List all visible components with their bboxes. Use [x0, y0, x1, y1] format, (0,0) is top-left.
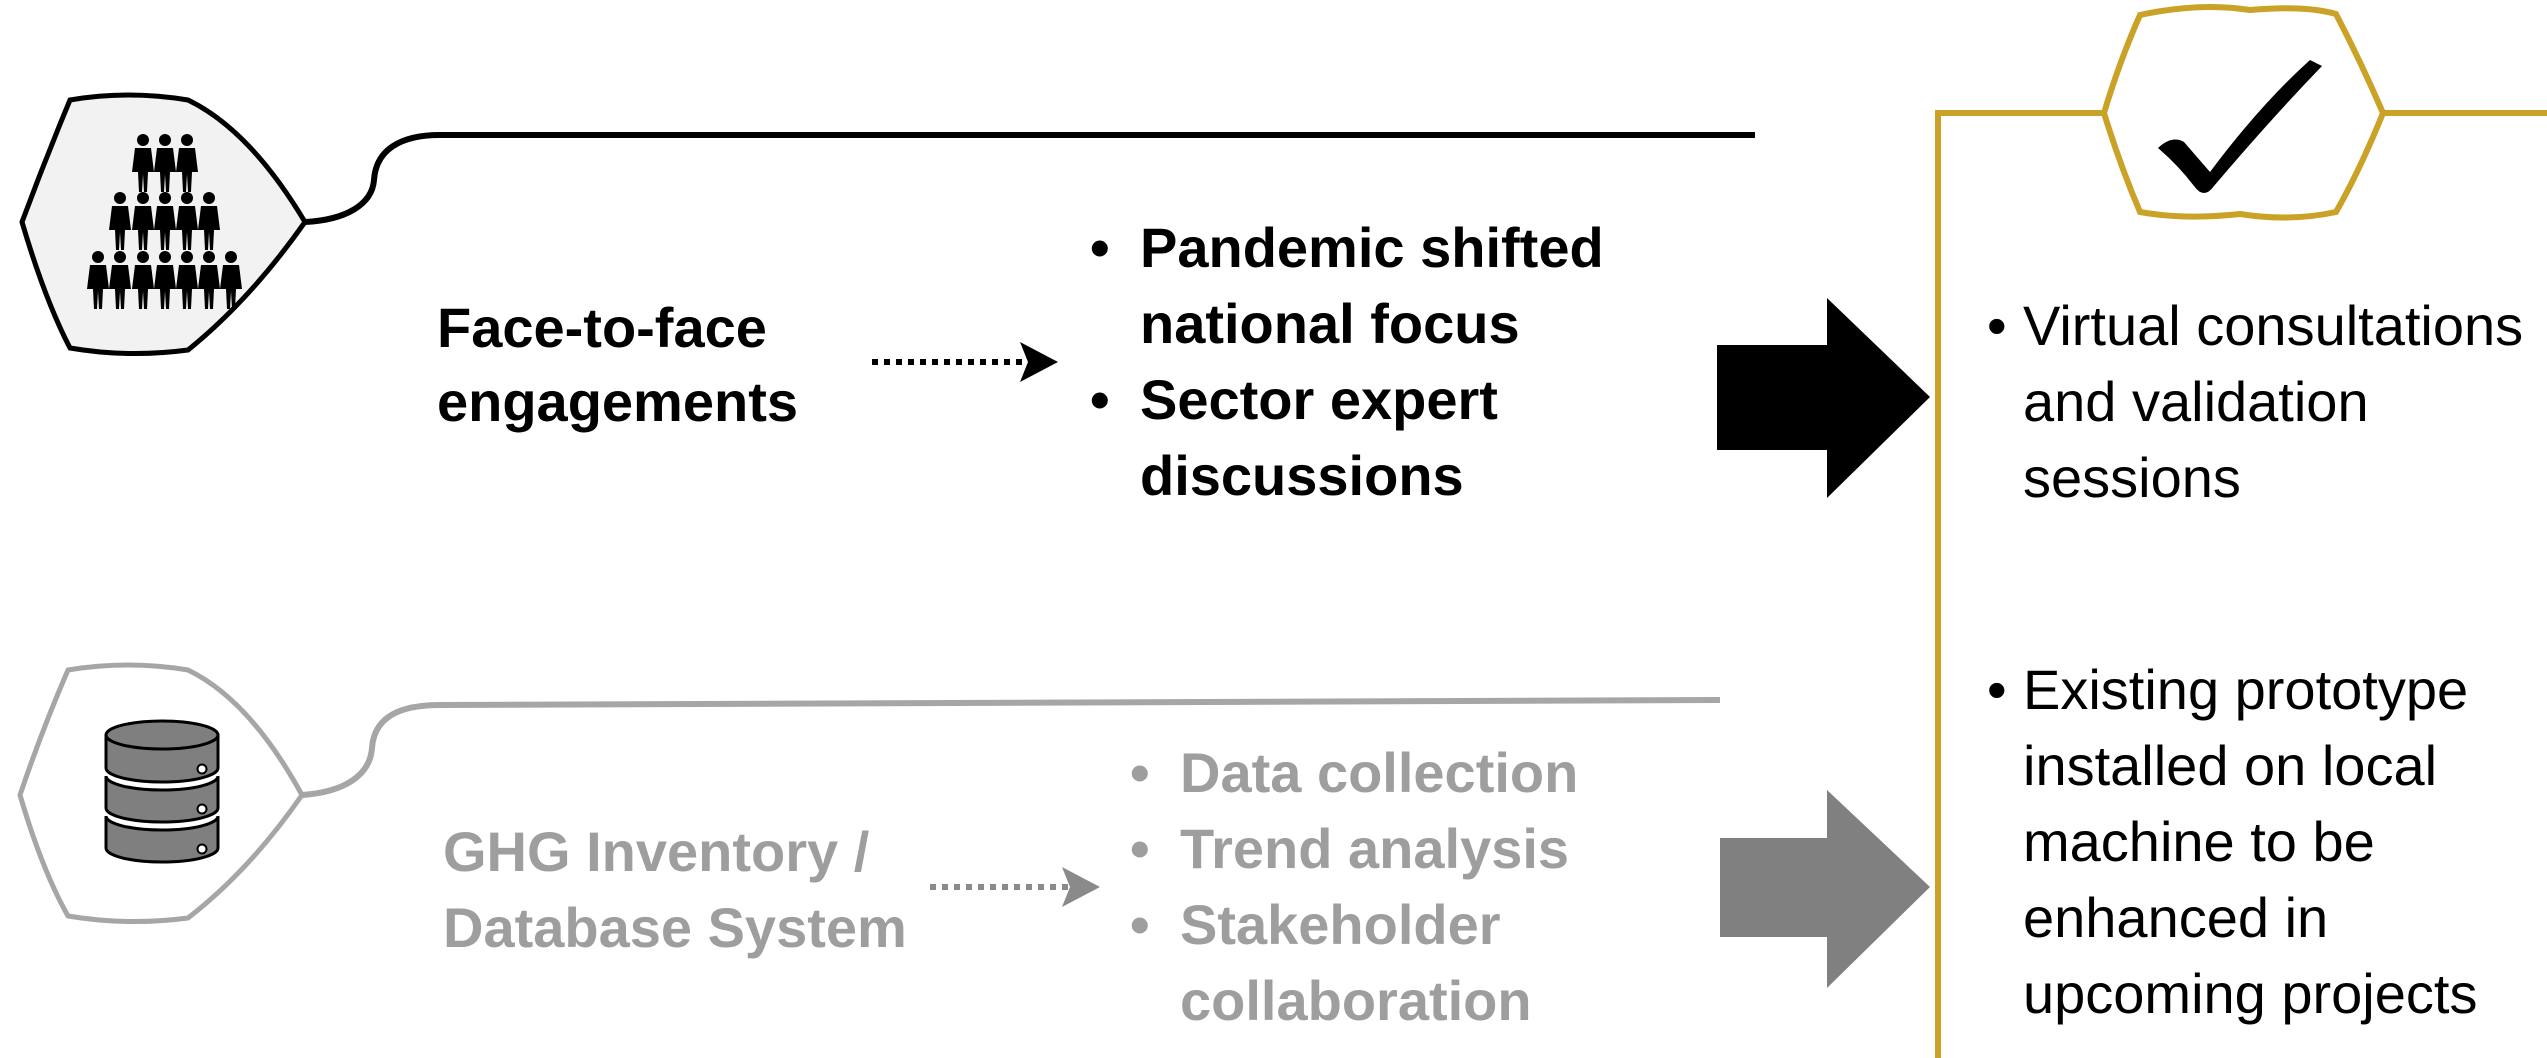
bullet-dot: • [1987, 294, 2007, 357]
row-2-label-line-1: GHG Inventory / [443, 820, 870, 883]
bullet-dot: • [1987, 658, 2007, 721]
bottom-dotted-arrow [930, 867, 1100, 907]
database-icon [104, 719, 220, 864]
outcome-item-text: Virtual consultations and validation ses… [2023, 294, 2524, 509]
outcome-item-text: Existing prototype installed on local ma… [2023, 658, 2478, 1025]
outcome-item: • Existing prototype installed on local … [1985, 652, 2525, 1032]
row-2-bullet-text: Trend analysis [1180, 817, 1570, 880]
bullet-dot: • [1130, 741, 1150, 804]
outcome-item: • Virtual consultations and validation s… [1985, 288, 2525, 516]
outcome-panel: • Virtual consultations and validation s… [1985, 288, 2525, 1032]
bottom-block-arrow [1720, 790, 1930, 988]
bottom-connector-line [301, 697, 1721, 798]
outcome-panel-border [1935, 110, 2547, 1058]
checkmark-hexagon [2100, 3, 2387, 221]
bullet-dot: • [1090, 368, 1110, 431]
top-dotted-arrow [872, 342, 1058, 382]
row-2-bullet: • Data collection [1118, 735, 1638, 811]
bullet-dot: • [1130, 893, 1150, 956]
row-1-bullet: • Sector expert discussions [1078, 362, 1638, 514]
row-1-bullet-list: • Pandemic shifted national focus • Sect… [1078, 210, 1638, 514]
bullet-dot: • [1130, 817, 1150, 880]
bullet-dot: • [1090, 216, 1110, 279]
row-2-bullet: • Trend analysis [1118, 811, 1638, 887]
row-1-label-line-1: Face-to-face [437, 296, 767, 359]
row-1-bullet-text: Sector expert discussions [1140, 368, 1498, 507]
row-2-bullet-text: Data collection [1180, 741, 1579, 804]
row-2-bullet-text: Stakeholder collaboration [1180, 893, 1532, 1032]
people-pyramid-icon [87, 134, 242, 309]
row-1-label-line-2: engagements [437, 370, 798, 433]
row-2-bullet-list: • Data collection • Trend analysis • Sta… [1118, 735, 1638, 1039]
top-connector-line [304, 132, 1755, 225]
row-1-bullet-text: Pandemic shifted national focus [1140, 216, 1604, 355]
row-1-bullet: • Pandemic shifted national focus [1078, 210, 1638, 362]
outcome-list: • Virtual consultations and validation s… [1985, 288, 2525, 1032]
row-2-label-line-2: Database System [443, 896, 907, 959]
row-2-bullet: • Stakeholder collaboration [1118, 887, 1638, 1039]
checkmark-icon [2158, 60, 2322, 193]
top-block-arrow [1717, 298, 1930, 498]
